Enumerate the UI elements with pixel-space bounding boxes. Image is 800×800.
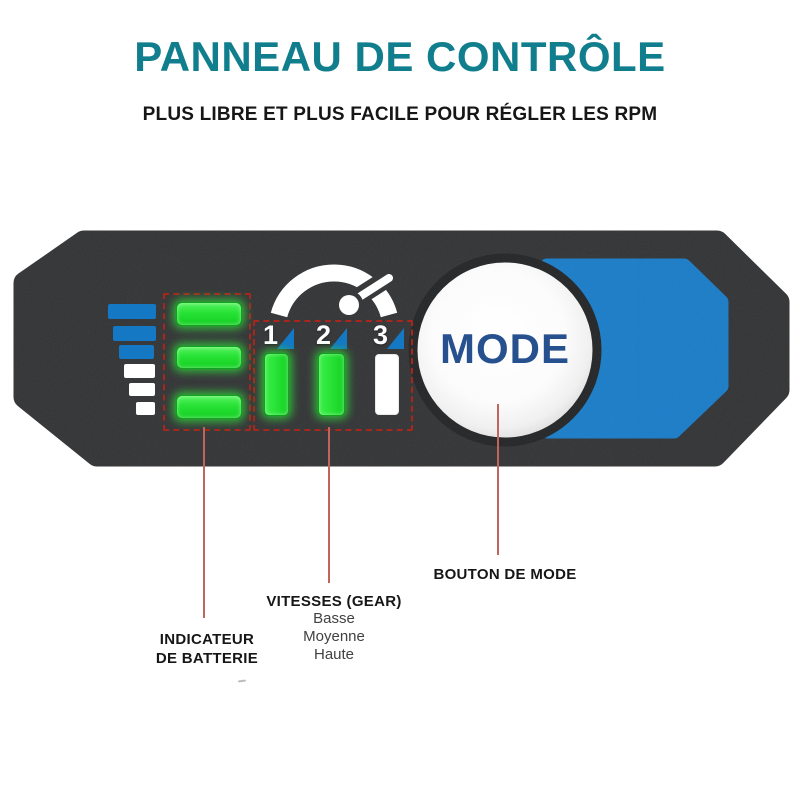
gear-bar-1: [264, 353, 289, 416]
mode-button-label: MODE: [440, 325, 570, 372]
callout-line-battery: [203, 427, 205, 618]
speed-option-high: Haute: [313, 646, 355, 663]
gear-number-1: 1: [261, 321, 295, 351]
gear-flag-icon: [387, 328, 404, 349]
gear-number-3: 3: [371, 321, 405, 351]
gear-number-label: 1: [263, 320, 279, 350]
battery-cell-2: [176, 346, 242, 369]
page-subtitle: PLUS LIBRE ET PLUS FACILE POUR RÉGLER LE…: [142, 104, 658, 125]
caption-mode-button: BOUTON DE MODE: [433, 566, 577, 583]
callout-line-mode: [497, 404, 499, 555]
signal-bar-6: [136, 402, 155, 415]
signal-bar-2: [113, 326, 156, 341]
battery-cell-3: [176, 395, 242, 419]
gear-flag-icon: [277, 328, 294, 349]
gear-flag-icon: [330, 328, 347, 349]
gear-number-label: 3: [373, 320, 389, 350]
signal-bar-5: [129, 383, 155, 396]
signal-bar-3: [119, 345, 154, 359]
gear-speed-list: Basse Moyenne Haute: [254, 610, 414, 664]
caption-gear: VITESSES (GEAR): [266, 593, 402, 610]
caption-battery-line2: DE BATTERIE: [155, 650, 259, 667]
gear-highlight-box: [253, 320, 413, 431]
battery-cell-1: [176, 302, 242, 326]
battery-highlight-box: [163, 293, 251, 431]
caption-battery: INDICATEUR DE BATTERIE: [127, 630, 287, 668]
callout-line-gear: [328, 427, 330, 583]
gear-number-2: 2: [314, 321, 348, 351]
gear-bar-3: [375, 354, 399, 415]
stray-mark: [237, 679, 247, 683]
speed-option-low: Basse: [313, 610, 355, 627]
gear-bar-2: [318, 353, 345, 416]
caption-battery-line1: INDICATEUR: [159, 631, 255, 648]
page-title: PANNEAU DE CONTRÔLE: [134, 33, 666, 80]
speed-option-medium: Moyenne: [303, 628, 365, 645]
signal-bar-1: [108, 304, 156, 319]
gear-number-label: 2: [316, 320, 332, 350]
speed-gauge-icon: [270, 264, 400, 320]
signal-bar-4: [124, 364, 155, 378]
